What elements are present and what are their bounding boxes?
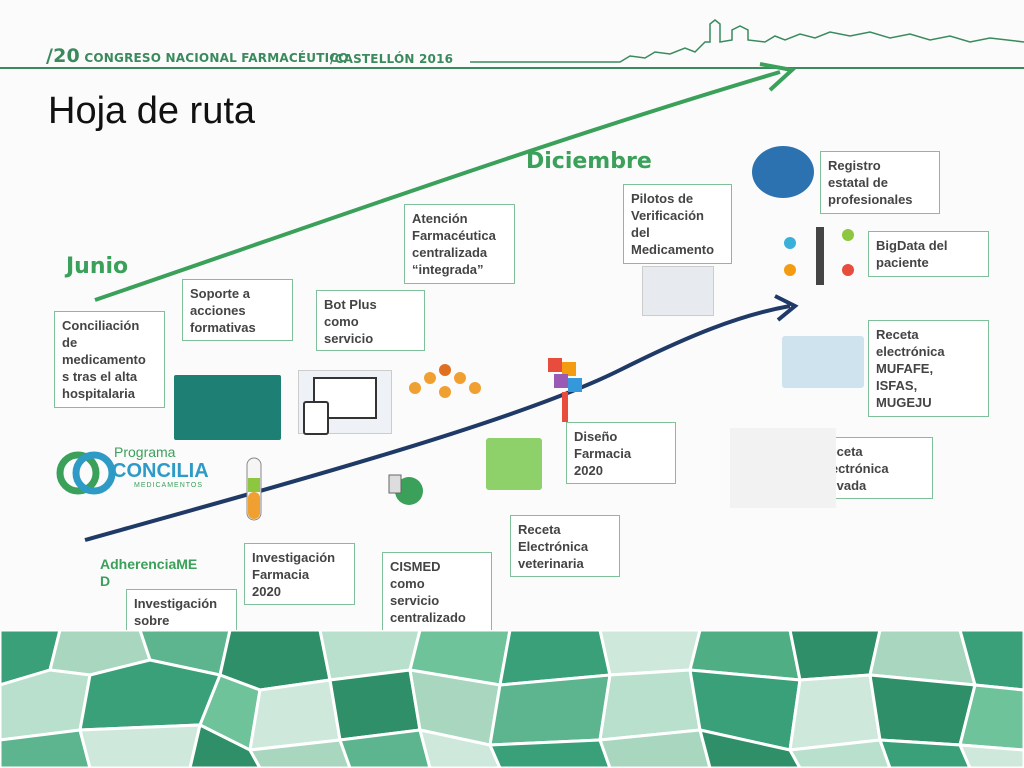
concilia-logo-mark: [56, 451, 116, 495]
box-botplus: Bot Plus como servicio: [316, 290, 425, 351]
navy-arrow-head: [774, 294, 799, 322]
box-diseno: Diseño Farmacia 2020: [566, 422, 676, 484]
congress-city: /CASTELLÓN 2016: [330, 52, 454, 66]
box-registro: Registro estatal de profesionales: [820, 151, 940, 214]
box-soporte: Soporte a acciones formativas: [182, 279, 293, 341]
mosaic-floor: [0, 630, 1024, 768]
box-receta-vet: Receta Electrónica veterinaria: [510, 515, 620, 577]
bigdata-image: [780, 225, 860, 287]
doctor-tablet-image: [730, 428, 836, 508]
concilia-logo: Programa CONCILIA MEDICAMENTOS: [56, 444, 209, 504]
green-arrow-head: [759, 62, 797, 92]
box-atencion: Atención Farmacéutica centralizada “inte…: [404, 204, 515, 284]
navy-arrow-line: [84, 304, 791, 542]
document-icon: [752, 146, 814, 198]
adherencia-label: AdherenciaME D: [100, 556, 198, 589]
logo-medicamentos: MEDICAMENTOS: [134, 482, 204, 489]
network-people-image: [405, 360, 485, 405]
month-start: Junio: [66, 254, 129, 279]
city-skyline: [470, 19, 1024, 63]
green-arrow-line: [94, 70, 781, 302]
cow-icon: [486, 438, 542, 490]
box-bigdata: BigData del paciente: [868, 231, 989, 277]
logo-programa: Programa: [114, 444, 176, 460]
tablet-icon: [303, 401, 329, 435]
congress-header: /20 CONGRESO NACIONAL FARMACÉUTICO: [46, 45, 349, 67]
devices-image: [298, 370, 392, 435]
pills-icon: [385, 469, 427, 509]
box-receta-mufafe: Receta electrónica MUFAFE, ISFAS, MUGEJU: [868, 320, 989, 417]
box-investigacion2020: Investigación Farmacia 2020: [244, 543, 355, 605]
header-divider: [0, 67, 1024, 69]
medicine-box-image: [642, 266, 714, 316]
page-title: Hoja de ruta: [48, 90, 256, 132]
box-pilotos: Pilotos de Verificación del Medicamento: [623, 184, 732, 264]
box-cismed: CISMED como servicio centralizado: [382, 552, 492, 632]
logo-concilia: CONCILIA: [112, 460, 209, 482]
stethoscope-image: [782, 336, 864, 388]
congress-name: CONGRESO NACIONAL FARMACÉUTICO: [84, 51, 349, 65]
congress-number: /20: [46, 45, 80, 67]
test-tube-icon: [244, 456, 264, 522]
people-image: [174, 375, 281, 440]
box-conciliacion: Conciliación de medicamento s tras el al…: [54, 311, 165, 408]
month-end: Diciembre: [526, 149, 652, 174]
puzzle-image: [544, 352, 590, 424]
